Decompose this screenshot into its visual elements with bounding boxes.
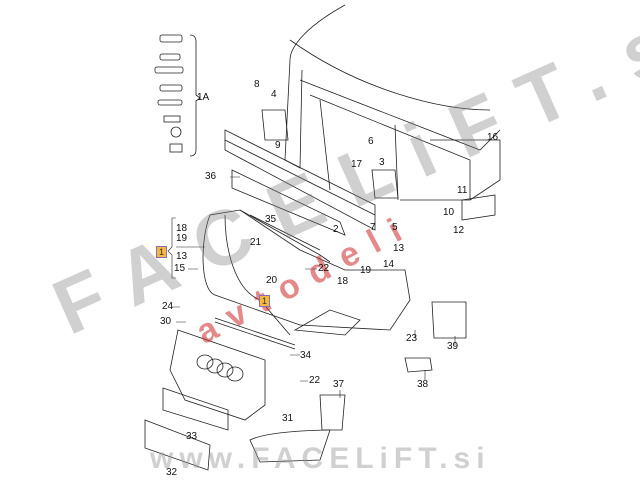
callout-20: 20 (266, 275, 278, 286)
callout-39: 39 (447, 341, 459, 352)
callout-1a: 1A (197, 92, 210, 103)
impact-beam (224, 109, 496, 236)
callout-37: 37 (333, 379, 345, 390)
callout-11: 11 (457, 185, 468, 196)
callout-19b: 19 (360, 265, 372, 276)
bumper-cover (202, 209, 411, 336)
callout-3: 3 (379, 157, 385, 168)
callout-4: 4 (271, 89, 277, 100)
callout-30: 30 (160, 316, 172, 327)
callout-18: 18 (176, 223, 188, 234)
callout-13b: 13 (393, 243, 405, 254)
callout-6: 6 (368, 136, 374, 147)
callout-12: 12 (453, 225, 465, 236)
callout-34: 34 (300, 350, 312, 361)
callout-5: 5 (392, 222, 398, 233)
callout-17: 17 (351, 159, 363, 170)
leader-lines (167, 176, 456, 398)
callout-36: 36 (205, 171, 217, 182)
callout-2: 2 (333, 224, 339, 235)
highlight-tag-1-bumper[interactable]: 1 (259, 295, 271, 307)
callout-22b: 22 (309, 375, 321, 386)
callout-18b: 18 (337, 276, 349, 287)
fastener-set-1a (154, 34, 201, 157)
callout-15: 15 (174, 263, 186, 274)
callout-19: 19 (176, 233, 188, 244)
callout-7: 7 (370, 222, 376, 233)
callout-21: 21 (250, 237, 262, 248)
callout-22: 22 (318, 263, 330, 274)
callout-10: 10 (443, 207, 455, 218)
radiator-grille (144, 301, 467, 471)
callout-24: 24 (162, 301, 174, 312)
callout-13: 13 (176, 251, 188, 262)
callout-9: 9 (275, 140, 281, 151)
callout-23: 23 (406, 333, 418, 344)
callout-35: 35 (265, 214, 277, 225)
callout-38: 38 (417, 379, 429, 390)
body-front-frame (284, 4, 501, 201)
callout-8: 8 (254, 79, 260, 90)
callout-16: 16 (487, 132, 499, 143)
callout-33: 33 (186, 431, 198, 442)
callout-31: 31 (282, 413, 294, 424)
callout-14: 14 (383, 259, 395, 270)
callout-32: 32 (166, 467, 178, 478)
highlight-tag-1-left[interactable]: 1 (156, 246, 168, 258)
